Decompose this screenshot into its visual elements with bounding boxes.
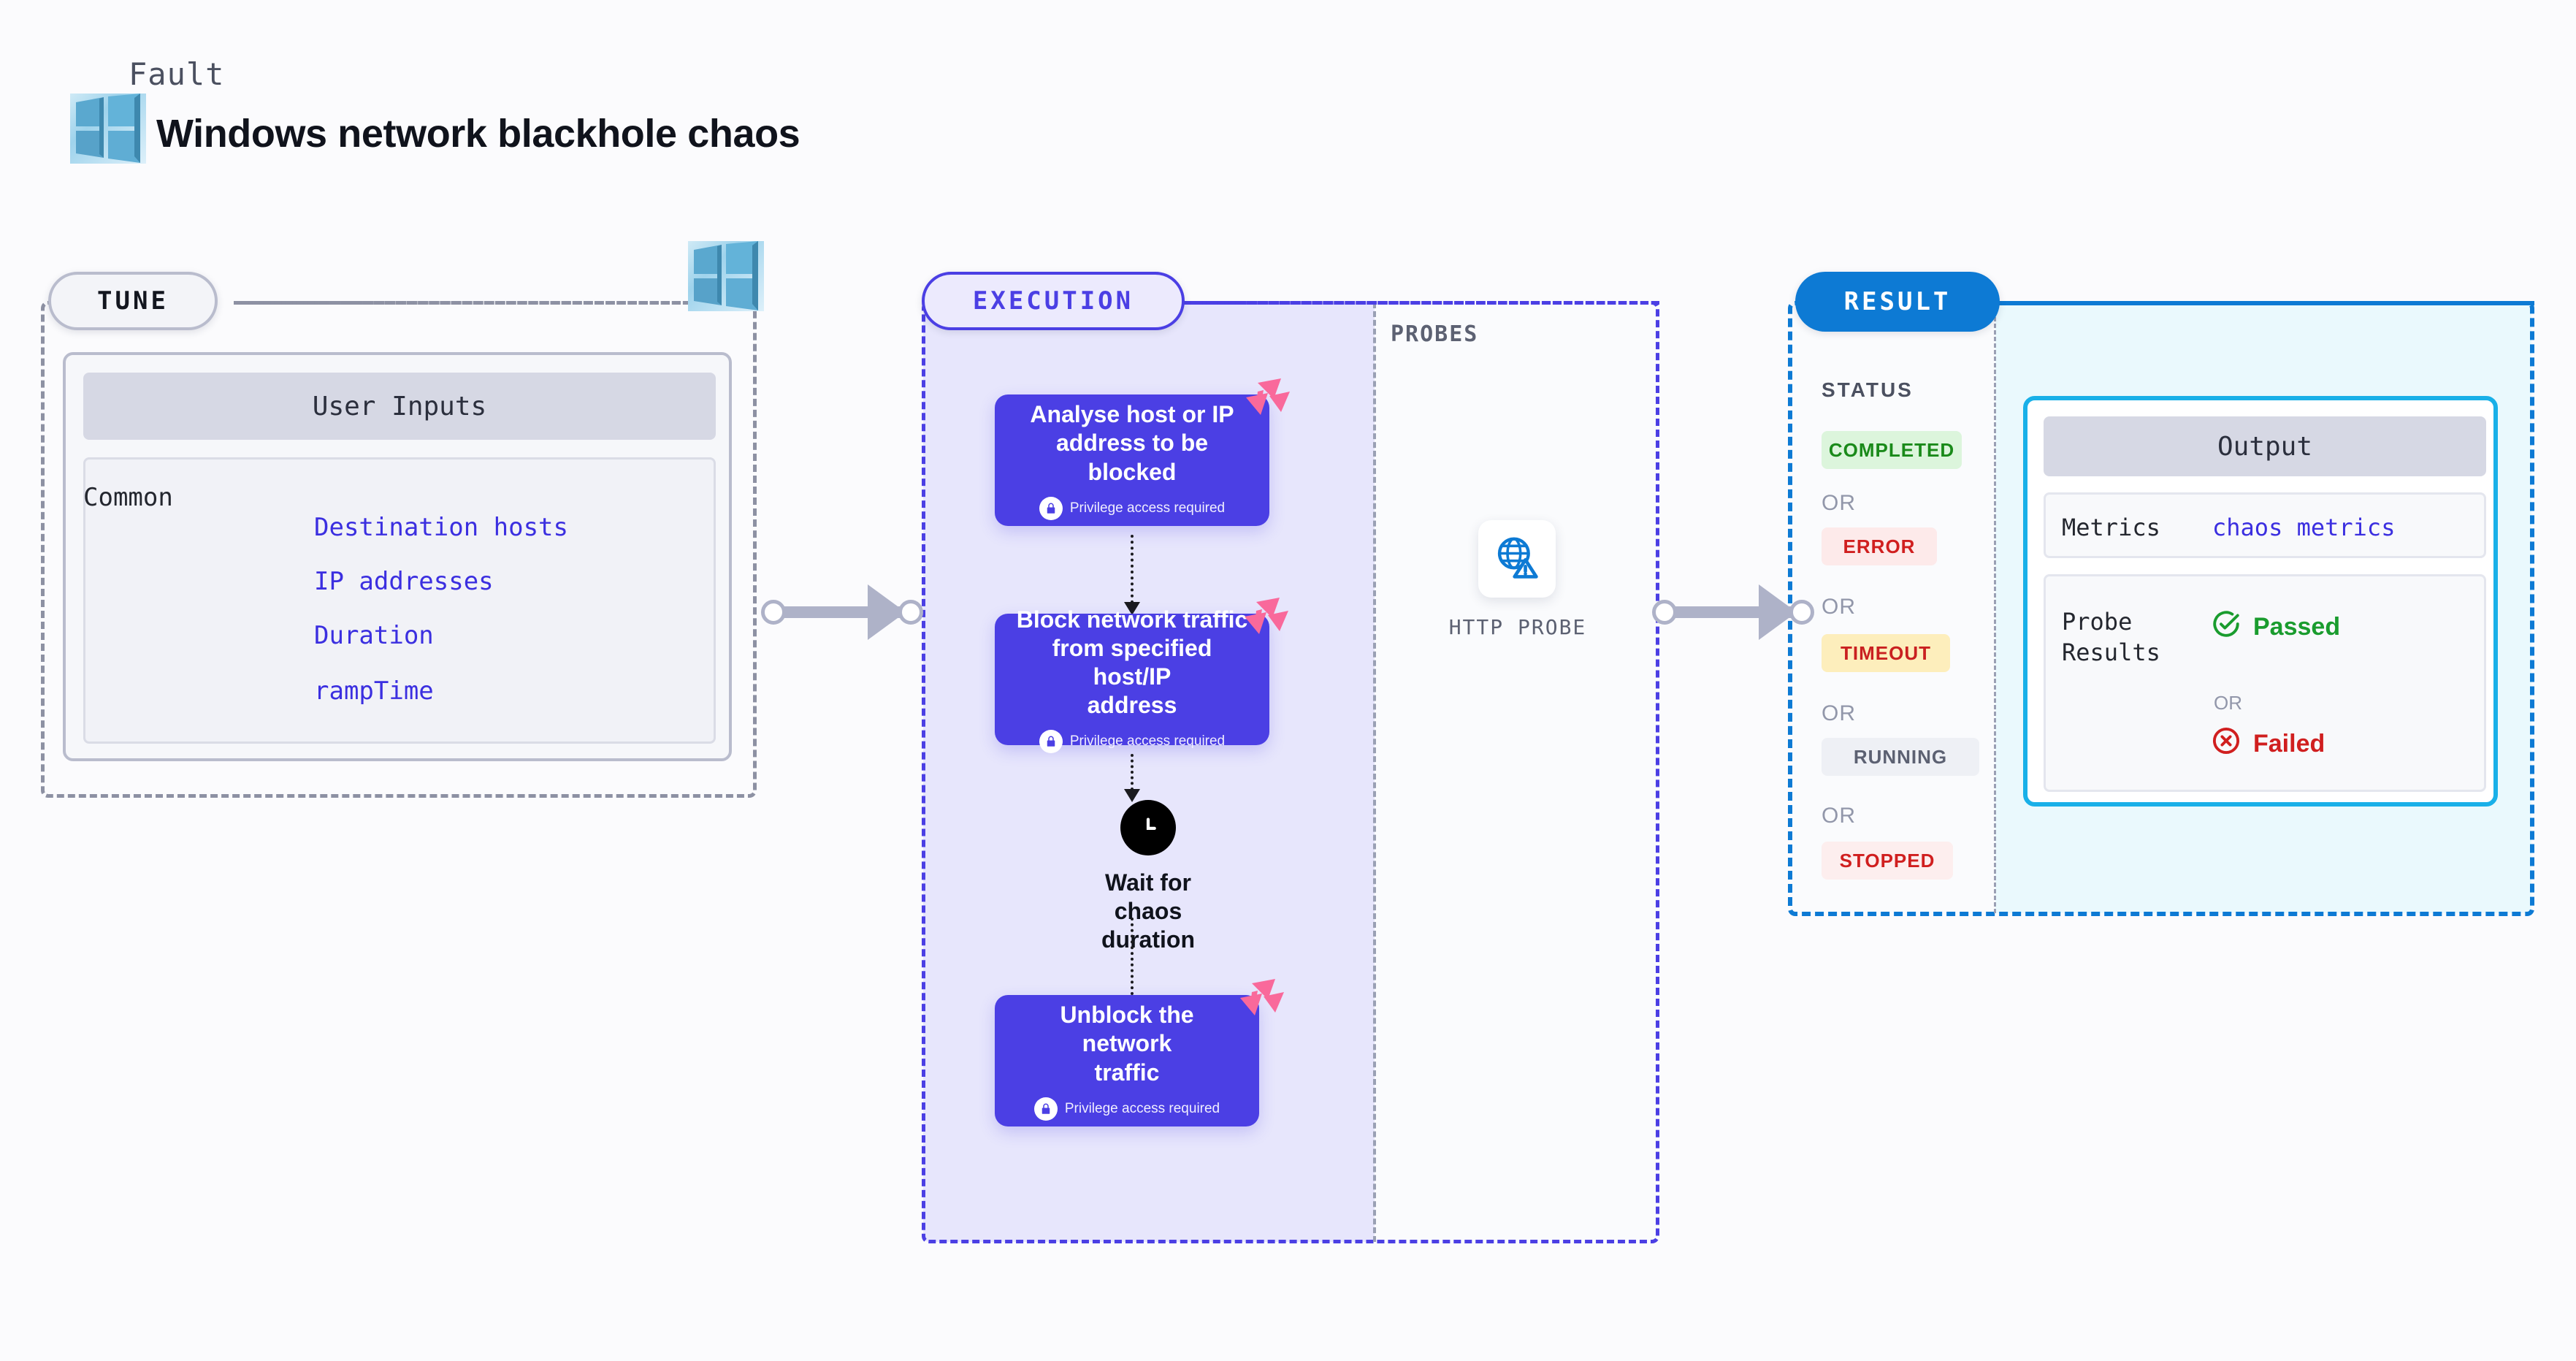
probe-passed-label: Passed — [2253, 613, 2341, 641]
execution-arrow-1 — [1124, 535, 1140, 615]
lock-icon — [1039, 730, 1063, 754]
tune-param-ramptime[interactable]: rampTime — [314, 676, 434, 706]
privilege-badge: Privilege access required — [1033, 1097, 1220, 1121]
result-lead-line — [2000, 301, 2534, 305]
status-or-3: OR — [1822, 701, 1856, 725]
execution-lead-line — [1185, 301, 1659, 305]
privilege-text: Privilege access required — [1064, 1100, 1220, 1116]
wait-label: Wait for chaos duration — [1101, 869, 1195, 953]
probes-background — [1375, 302, 1658, 1242]
probe-results-key: Probe Results — [2062, 608, 2160, 666]
fault-header: Fault Windows network blackhole chaos — [70, 45, 1093, 184]
lock-icon — [1033, 1097, 1058, 1121]
probe-results-row: Probe Results Passed OR F — [2044, 574, 2486, 792]
privilege-badge: Privilege access required — [1039, 496, 1226, 520]
wait-for-chaos-duration-node: Wait for chaos duration — [1090, 800, 1206, 954]
result-status-background — [1791, 304, 1995, 913]
privilege-text: Privilege access required — [1069, 500, 1226, 516]
tune-group-label: Common — [83, 483, 173, 512]
probes-section-label: PROBES — [1391, 321, 1479, 347]
probe-result-passed: Passed — [2211, 609, 2340, 646]
result-pill[interactable]: RESULT — [1795, 272, 2000, 332]
harness-chaos-icon — [1234, 596, 1290, 647]
execution-arrow-2 — [1124, 754, 1140, 802]
status-column-label: STATUS — [1822, 378, 1914, 401]
status-or-1: OR — [1822, 491, 1856, 515]
execution-pill[interactable]: EXECUTION — [922, 272, 1185, 330]
output-header: Output — [2044, 416, 2486, 476]
status-badge-completed: COMPLETED — [1822, 431, 1962, 469]
metrics-key: Metrics — [2062, 514, 2160, 541]
execution-node-analyse[interactable]: Analyse host or IP address to be blocked… — [995, 394, 1269, 526]
probe-result-or: OR — [2214, 692, 2242, 714]
status-or-2: OR — [1822, 595, 1856, 619]
page-title: Windows network blackhole chaos — [156, 112, 800, 156]
tune-params-box — [83, 457, 716, 744]
execution-node-block[interactable]: Block network traffic from specified hos… — [995, 606, 1269, 754]
probes-divider — [1373, 302, 1376, 1242]
connector-tune-to-execution — [752, 584, 935, 640]
fault-kicker: Fault — [129, 56, 225, 92]
status-badge-running: RUNNING — [1822, 738, 1979, 776]
globe-warning-icon — [1493, 533, 1541, 585]
execution-node-unblock[interactable]: Unblock the network traffic Privilege ac… — [995, 995, 1259, 1126]
probe-failed-label: Failed — [2253, 730, 2325, 758]
harness-chaos-icon — [1236, 377, 1291, 428]
output-card: Output Metrics chaos metrics Probe Resul… — [2023, 396, 2498, 807]
http-probe-card[interactable] — [1478, 520, 1556, 598]
tune-param-ip-addresses[interactable]: IP addresses — [314, 567, 494, 596]
clock-icon — [1120, 800, 1176, 855]
execution-node-title: Block network traffic from specified hos… — [1016, 606, 1248, 719]
connector-execution-to-result — [1643, 584, 1826, 640]
status-badge-timeout: TIMEOUT — [1822, 634, 1950, 672]
harness-chaos-icon — [1230, 977, 1285, 1029]
privilege-badge: Privilege access required — [1039, 730, 1226, 754]
tune-pill[interactable]: TUNE — [48, 272, 218, 330]
status-badge-error: ERROR — [1822, 527, 1937, 565]
user-inputs-header: User Inputs — [83, 373, 716, 440]
result-divider — [1994, 304, 1996, 913]
tune-card: User Inputs Common Destination hosts IP … — [63, 352, 732, 761]
x-circle-icon — [2211, 725, 2241, 763]
status-badge-stopped: STOPPED — [1822, 842, 1953, 880]
tune-param-destination-hosts[interactable]: Destination hosts — [314, 513, 568, 542]
http-probe-label: HTTP PROBE — [1448, 615, 1587, 639]
lock-icon — [1039, 496, 1063, 520]
execution-node-title: Analyse host or IP address to be blocked — [1030, 401, 1234, 485]
metrics-value[interactable]: chaos metrics — [2212, 514, 2396, 541]
privilege-text: Privilege access required — [1069, 733, 1226, 750]
metrics-row: Metrics chaos metrics — [2044, 492, 2486, 558]
check-circle-icon — [2211, 609, 2241, 646]
tune-lead-line — [219, 301, 701, 305]
status-or-4: OR — [1822, 804, 1856, 828]
windows-logo-icon — [688, 241, 764, 311]
windows-logo-icon — [70, 94, 146, 164]
probe-result-failed: Failed — [2211, 725, 2325, 763]
execution-node-title: Unblock the network traffic — [1060, 1002, 1194, 1086]
tune-param-duration[interactable]: Duration — [314, 621, 434, 650]
